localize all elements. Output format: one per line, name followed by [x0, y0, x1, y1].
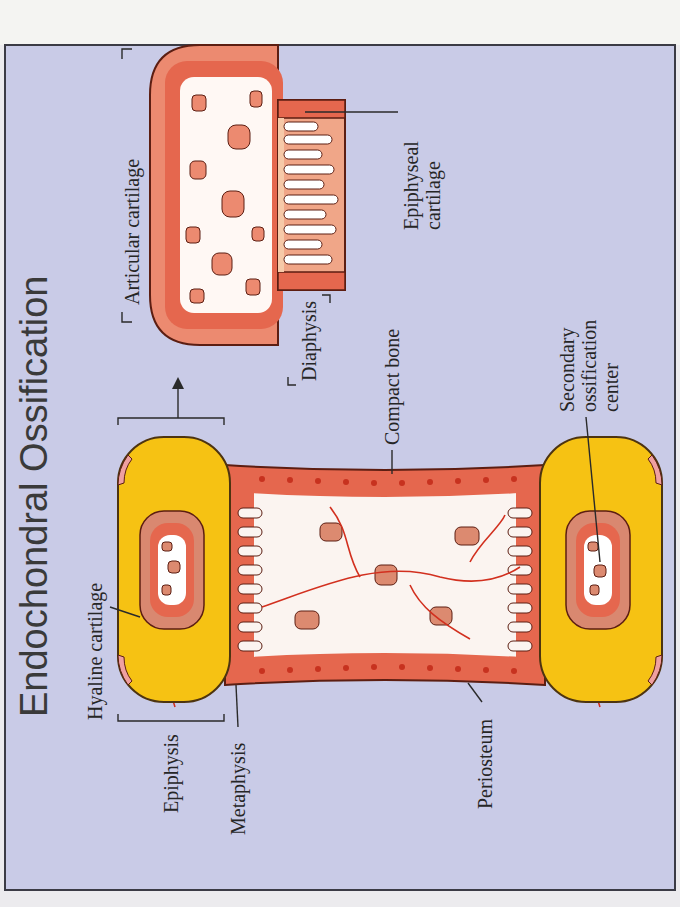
- part-label: Secondary ossification center: [556, 287, 622, 412]
- part-label: Diaphysis: [298, 301, 320, 381]
- part-label: Articular cartilage: [121, 159, 143, 305]
- part-label: Compact bone: [381, 329, 403, 445]
- part-label: Periosteum: [474, 719, 496, 809]
- part-label: Metaphysis: [227, 743, 249, 835]
- part-label: Epiphysis: [160, 734, 182, 813]
- part-label: Hyaline cartilage: [84, 583, 106, 720]
- part-label: Epiphyseal cartilage: [400, 120, 444, 230]
- diagram-title: Endochondral Ossification: [12, 276, 56, 717]
